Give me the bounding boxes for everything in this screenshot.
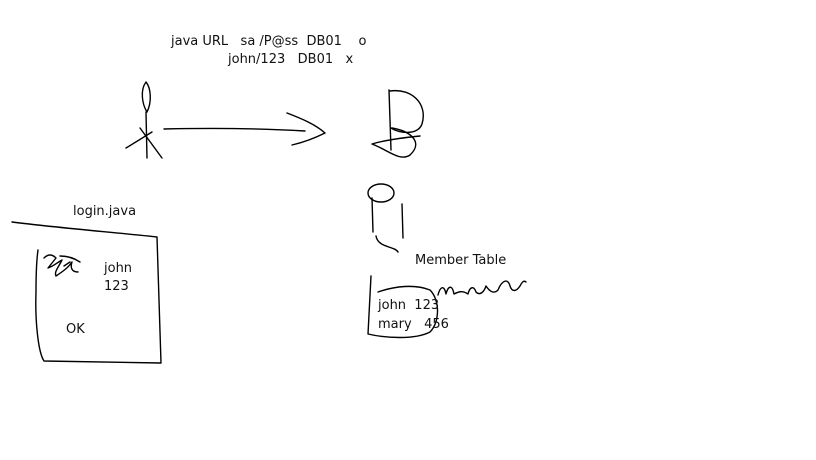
password-value[interactable]: 123 bbox=[104, 279, 129, 294]
user-label-scribble bbox=[43, 254, 81, 277]
table-row: john 123 bbox=[378, 298, 440, 313]
connection-string-line-1: java URL sa /P@ss DB01 o bbox=[171, 34, 367, 49]
login-window-border bbox=[11, 221, 162, 364]
user-icon bbox=[125, 81, 163, 159]
arrow-right-icon bbox=[163, 112, 326, 146]
member-table-title: Member Table bbox=[415, 253, 507, 268]
connection-string-line-2: john/123 DB01 x bbox=[228, 52, 354, 67]
ok-button[interactable]: OK bbox=[66, 322, 85, 337]
db-letter-icon bbox=[371, 89, 424, 158]
member-scribble bbox=[437, 280, 527, 296]
username-value[interactable]: john bbox=[104, 261, 133, 276]
login-window-title: login.java bbox=[73, 204, 137, 219]
member-table-border bbox=[367, 275, 439, 339]
table-row: mary 456 bbox=[378, 317, 449, 332]
connector-icon bbox=[367, 183, 404, 253]
